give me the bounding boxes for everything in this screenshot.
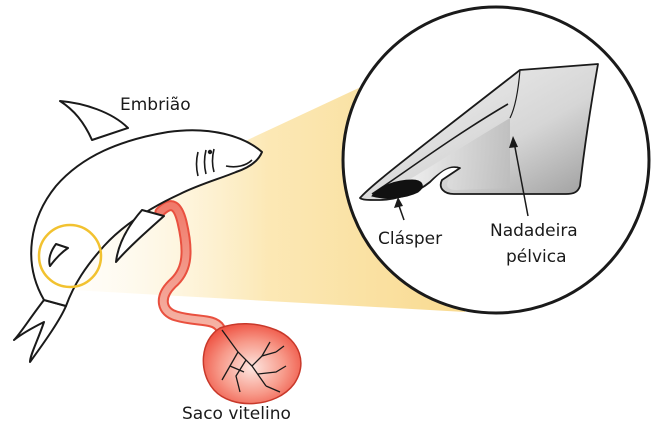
label-pelvic-fin-line2: pélvica — [506, 247, 567, 267]
label-clasper: Clásper — [378, 229, 442, 249]
yolk-sac — [203, 324, 301, 404]
shark-eye — [208, 150, 212, 154]
label-pelvic-fin-line1: Nadadeira — [490, 221, 578, 241]
label-embryo: Embrião — [120, 95, 191, 115]
label-yolk-sac: Saco vitelino — [182, 404, 291, 424]
magnified-view — [343, 7, 649, 313]
